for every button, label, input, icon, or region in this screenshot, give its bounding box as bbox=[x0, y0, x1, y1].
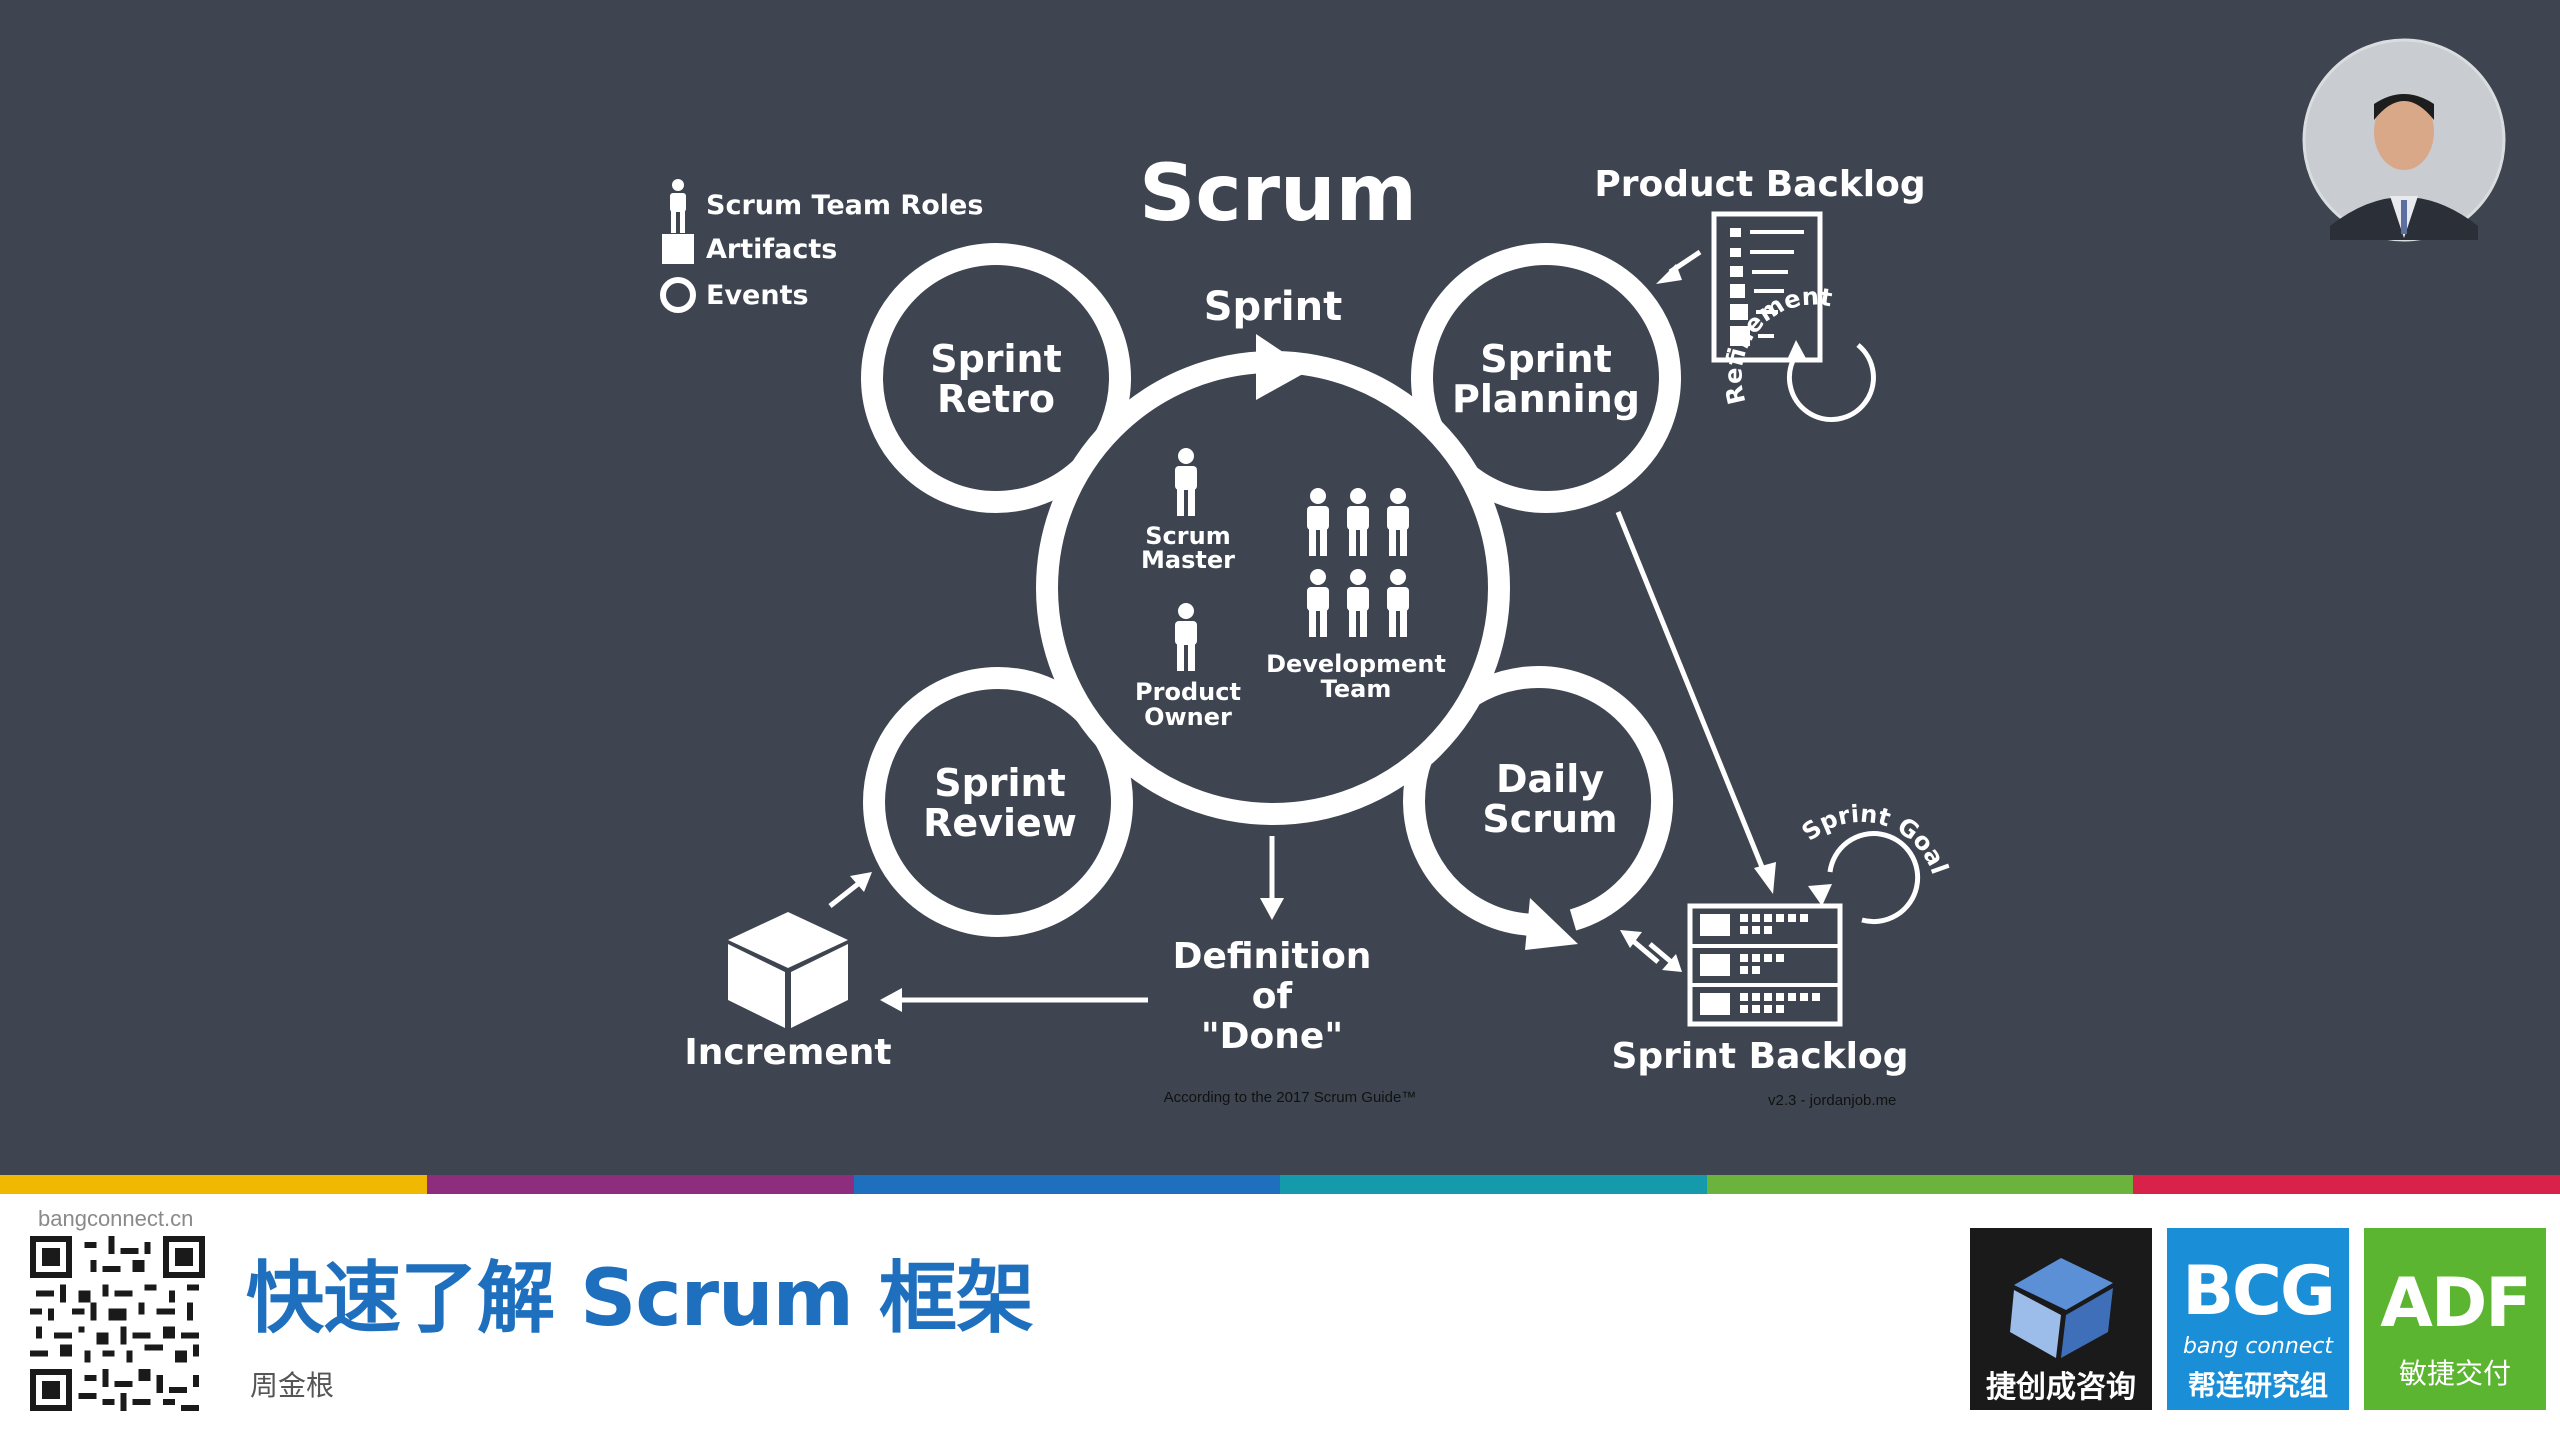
footer: bangconnect.cn 快速了解 Scrum 框架 周金根 捷创成咨询 B… bbox=[0, 1194, 2560, 1440]
adf-main: ADF bbox=[2380, 1264, 2532, 1343]
site-url[interactable]: bangconnect.cn bbox=[38, 1206, 194, 1231]
bcg-sub: bang connect bbox=[2182, 1334, 2334, 1359]
qr-code bbox=[30, 1236, 205, 1411]
sprint-goal-label: Sprint Goal bbox=[1797, 800, 1954, 878]
version-note: v2.3 - jordanjob.me bbox=[1768, 1092, 1896, 1109]
product-backlog-icon bbox=[1711, 211, 1823, 363]
increment-to-review-line bbox=[828, 882, 860, 908]
ring-icon bbox=[660, 277, 696, 313]
sprint-backlog-icon bbox=[1687, 903, 1843, 1027]
jcc-logo: 捷创成咨询 bbox=[1970, 1228, 2152, 1410]
adf-caption: 敏捷交付 bbox=[2398, 1357, 2511, 1390]
sprint-retro-circle bbox=[861, 243, 1131, 513]
planning-to-backlog-line bbox=[1615, 511, 1767, 873]
daily-cycle-arrowhead bbox=[1525, 898, 1578, 950]
daily-scrum-cycle bbox=[1403, 666, 1674, 936]
adf-logo: ADF 敏捷交付 bbox=[2364, 1228, 2546, 1410]
sprint-cycle-arrowhead bbox=[1256, 334, 1310, 400]
refinement-arrowhead bbox=[1786, 340, 1808, 362]
bcg-main: BCG bbox=[2182, 1252, 2336, 1331]
refinement-label: Refinement bbox=[1719, 282, 1834, 407]
scrum-guide-note: According to the 2017 Scrum Guide™ bbox=[1164, 1089, 1417, 1106]
legend-artifacts: Artifacts bbox=[706, 234, 837, 265]
jcc-caption: 捷创成咨询 bbox=[1986, 1370, 2136, 1405]
legend-roles: Scrum Team Roles bbox=[706, 190, 983, 221]
cube-icon bbox=[2010, 1258, 2113, 1358]
sprint-goal-arrowhead bbox=[1808, 884, 1832, 906]
increment-to-review-arrowhead bbox=[850, 872, 872, 892]
done-to-increment-arrowhead bbox=[880, 988, 902, 1012]
sprint-backlog-label: Sprint Backlog bbox=[1611, 1036, 1908, 1077]
refinement-loop bbox=[1787, 343, 1876, 423]
cycle-to-done-arrowhead bbox=[1260, 898, 1284, 920]
square-icon bbox=[662, 234, 694, 264]
diagram-title: Scrum bbox=[1139, 149, 1417, 239]
sprint-planning-circle bbox=[1411, 243, 1681, 513]
bcg-caption: 帮连研究组 bbox=[2187, 1369, 2328, 1402]
legend-events: Events bbox=[706, 280, 809, 311]
author-name: 周金根 bbox=[250, 1369, 335, 1402]
daily-to-backlog-arrowhead-1 bbox=[1662, 954, 1682, 972]
sprint-goal-loop bbox=[1827, 831, 1921, 925]
person-icon bbox=[670, 179, 686, 233]
color-strip-blue bbox=[854, 1175, 1280, 1194]
planning-to-backlog-arrowhead bbox=[1754, 862, 1776, 894]
product-backlog-label: Product Backlog bbox=[1594, 164, 1925, 205]
scrum-diagram: Scrum Scrum Team Roles Artifacts Events … bbox=[660, 38, 2506, 1109]
slide-title: 快速了解 Scrum 框架 bbox=[246, 1254, 1034, 1344]
color-strip-purple bbox=[427, 1175, 854, 1194]
presenter-avatar bbox=[2302, 38, 2506, 242]
backlog-arrowhead bbox=[1656, 264, 1682, 284]
color-strip-red bbox=[2133, 1175, 2560, 1194]
legend: Scrum Team Roles Artifacts Events bbox=[660, 179, 983, 313]
sprint-cycle bbox=[1036, 351, 1510, 825]
increment-label: Increment bbox=[684, 1032, 891, 1073]
color-strip-teal bbox=[1280, 1175, 1707, 1194]
backlog-to-daily-line-2 bbox=[1630, 938, 1660, 964]
increment-cube-icon bbox=[728, 912, 848, 1028]
bcg-logo: BCG bang connect 帮连研究组 bbox=[2167, 1228, 2349, 1410]
slide-canvas: Scrum Scrum Team Roles Artifacts Events … bbox=[0, 0, 2560, 1175]
sprint-review-circle bbox=[863, 667, 1133, 937]
sprint-label: Sprint bbox=[1204, 284, 1342, 330]
color-strip-yellow bbox=[0, 1175, 427, 1194]
backlog-to-daily-arrowhead-2 bbox=[1620, 930, 1642, 948]
color-strip-green bbox=[1707, 1175, 2133, 1194]
